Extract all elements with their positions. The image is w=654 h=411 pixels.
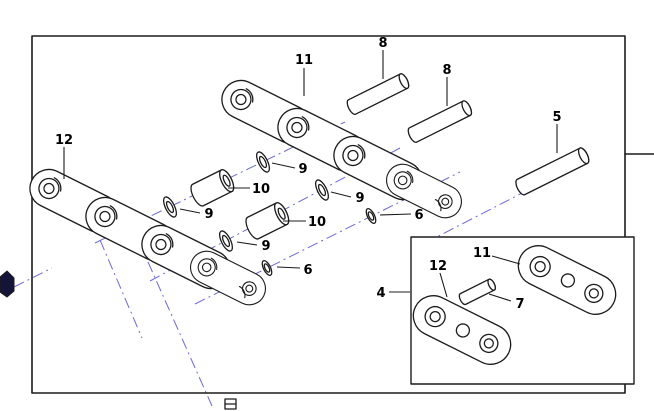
inset-assembly — [405, 238, 624, 372]
leader-seal-top — [271, 162, 296, 169]
track-pin-upper-right — [407, 100, 473, 143]
leader-seal-bottom — [236, 241, 258, 246]
master-pin — [458, 278, 496, 306]
drawing-border — [31, 35, 626, 394]
leader-seal-left — [179, 208, 201, 214]
track-pin-right — [515, 147, 590, 196]
callout-seal-right: 9 — [355, 191, 364, 206]
leader-ring-right — [379, 213, 412, 216]
callout-pin-upper-right: 8 — [442, 63, 451, 78]
callout-seal-left: 9 — [204, 207, 213, 222]
track-link — [380, 158, 468, 224]
callout-bushing-top: 10 — [252, 182, 270, 197]
callout-ring-right: 6 — [414, 208, 423, 223]
callout-inset-pin: 7 — [515, 297, 524, 312]
centerline-inset-to-pin — [424, 189, 529, 244]
callout-pin-top: 8 — [378, 36, 387, 51]
callout-pin-right: 5 — [552, 110, 561, 125]
track-rail-top — [214, 73, 468, 224]
callout-rail-left: 12 — [55, 133, 73, 148]
bottom-edge-part — [224, 398, 237, 410]
leader-inset-rail-right — [491, 255, 521, 265]
leader-lines — [63, 50, 558, 302]
leader-inset-pin — [488, 293, 512, 302]
seal-bottom — [219, 230, 233, 252]
seal-left — [163, 196, 177, 218]
drawing-group — [22, 35, 654, 410]
ring-bottom — [261, 260, 273, 276]
callout-labels: 11 8 8 5 12 9 10 9 9 10 6 9 6 4 12 11 7 — [55, 36, 562, 312]
callout-inset-rail-right: 11 — [473, 246, 491, 261]
callout-bushing-mid: 10 — [308, 215, 326, 230]
callout-inset-box: 4 — [376, 286, 385, 301]
callout-seal-bottom: 9 — [261, 239, 270, 254]
centerline-drop-right — [147, 261, 213, 407]
callout-ring-bottom: 6 — [303, 263, 312, 278]
leader-ring-bottom — [276, 266, 301, 269]
bushing-top — [190, 169, 235, 207]
ring-right — [365, 208, 377, 224]
callout-inset-rail-left: 12 — [429, 259, 447, 274]
centerline-edge-part — [13, 267, 53, 288]
callout-rail-top: 11 — [295, 53, 313, 68]
centerline-drop-left — [99, 239, 143, 339]
track-pin-top — [346, 73, 410, 115]
seal-top — [256, 151, 270, 173]
leader-seal-right — [330, 191, 352, 198]
edge-fastener-part — [0, 270, 15, 298]
track-link — [184, 245, 272, 311]
seal-right — [315, 179, 329, 201]
leader-inset-rail-left — [439, 272, 448, 298]
callout-seal-top: 9 — [298, 162, 307, 177]
